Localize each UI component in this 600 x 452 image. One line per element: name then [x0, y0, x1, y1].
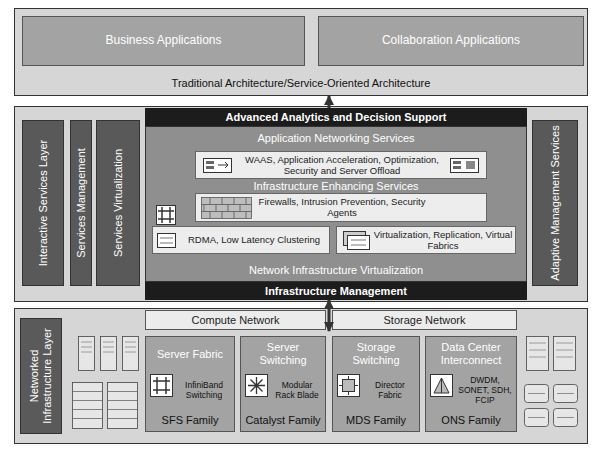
services-bar: Services Management: [70, 120, 92, 286]
node-text: Server Switching: [243, 340, 323, 368]
service-box: Virtualization, Replication, Virtual Fab…: [336, 226, 516, 254]
application-box: Business Applications: [22, 16, 305, 66]
node-text: Traditional Architecture/Service-Oriente…: [19, 73, 583, 93]
node-text: Adaptive Management Services: [535, 125, 575, 281]
node-text: Networked Infrastructure Layer: [22, 322, 60, 430]
architecture-band: Traditional Architecture/Service-Oriente…: [14, 8, 588, 96]
chip-icon: [157, 206, 176, 225]
services-bar: Services Virtualization: [96, 120, 140, 286]
virtual-fabric-icon: [344, 232, 370, 250]
services-bar: Interactive Services Layer: [22, 120, 64, 286]
service-box: WAAS, Application Acceleration, Optimiza…: [195, 151, 487, 179]
service-box: Firewalls, Intrusion Prevention, Securit…: [195, 193, 487, 222]
connector-arrow: [328, 300, 331, 331]
product-box: Data Center InterconnectDWDM, SONET, SDH…: [425, 336, 517, 432]
network-box: Storage Network: [332, 310, 517, 330]
node-text: Services Management: [73, 125, 89, 281]
services-area: Application Networking ServicesInfrastru…: [145, 126, 527, 282]
node-text: Advanced Analytics and Decision Support: [146, 109, 526, 125]
node-text: InfiniBand Switching: [176, 373, 232, 409]
service-box: RDMA, Low Latency Clustering: [152, 226, 330, 254]
node-text: Application Networking Services: [150, 130, 522, 146]
node-text: MDS Family: [335, 412, 417, 428]
node-text: Catalyst Family: [243, 412, 323, 428]
node-text: SFS Family: [148, 412, 232, 428]
node-text: Infrastructure Enhancing Services: [206, 179, 466, 194]
node-text: WAAS, Application Acceleration, Optimiza…: [238, 153, 446, 178]
storage-rack-icon: [525, 337, 578, 427]
firewall-icon: [202, 198, 252, 219]
server-rack-icon: [73, 337, 139, 429]
product-box: Storage SwitchingDirector FabricMDS Fami…: [332, 336, 420, 432]
text-holder: Adaptive Management Services: [533, 121, 577, 285]
product-box: Server FabricInfiniBand SwitchingSFS Fam…: [145, 336, 235, 432]
node-text: Firewalls, Intrusion Prevention, Securit…: [256, 195, 428, 221]
node-text: Storage Switching: [335, 340, 417, 368]
text-holder: Services Management: [71, 121, 91, 285]
text-holder: Interactive Services Layer: [23, 121, 63, 285]
middle-band: [15, 107, 588, 302]
server-icon: [158, 234, 176, 248]
application-box: Collaboration Applications: [318, 16, 584, 66]
infiniband-icon: [151, 375, 173, 397]
network-box: Compute Network: [145, 310, 326, 330]
node-text: Collaboration Applications: [319, 17, 583, 65]
switch-icon: [246, 375, 268, 397]
node-text: Network Infrastructure Virtualization: [150, 261, 522, 279]
node-text: Storage Network: [333, 311, 516, 329]
layer-bar: Networked Infrastructure Layer: [20, 318, 62, 434]
node-text: Modular Rack Blade: [271, 373, 323, 409]
node-text: Infrastructure Management: [146, 283, 526, 299]
black-banner: Advanced Analytics and Decision Support: [145, 108, 527, 126]
black-banner: Infrastructure Management: [145, 282, 527, 300]
node-text: Virtualization, Replication, Virtual Fab…: [373, 228, 513, 253]
optical-icon: [431, 375, 453, 397]
node-text: DWDM, SONET, SDH, FCIP: [456, 373, 514, 409]
node-text: Interactive Services Layer: [25, 125, 61, 281]
node-text: Server Fabric: [148, 340, 232, 368]
node-text: Business Applications: [23, 17, 304, 65]
node-text: Compute Network: [146, 311, 325, 329]
node-text: Director Fabric: [363, 373, 417, 409]
text-holder: Services Virtualization: [97, 121, 139, 285]
node-text: Services Virtualization: [99, 125, 137, 281]
infrastructure-band: Networked Infrastructure Layer Compute Ne…: [14, 308, 588, 444]
appliance-icon: [204, 159, 232, 173]
node-text: RDMA, Low Latency Clustering: [181, 228, 327, 253]
node-text: Data Center Interconnect: [428, 340, 514, 368]
connector-arrow: [328, 96, 331, 108]
node-text: ONS Family: [428, 412, 514, 428]
appliance-icon: [451, 159, 479, 173]
services-bar: Adaptive Management Services: [532, 120, 578, 286]
director-icon: [338, 375, 360, 397]
product-box: Server SwitchingModular Rack BladeCataly…: [240, 336, 326, 432]
